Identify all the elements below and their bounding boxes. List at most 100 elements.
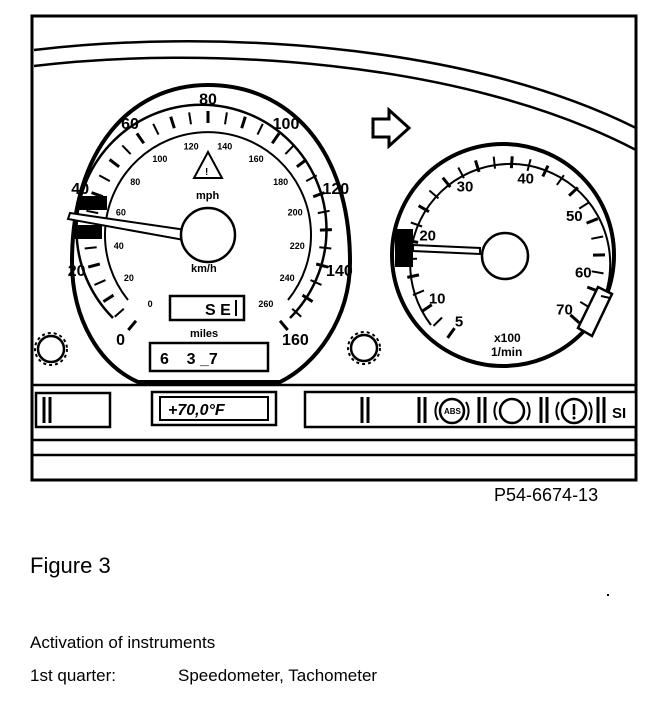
speedometer-inner-arc bbox=[104, 131, 312, 301]
mph-tick-label: 120 bbox=[322, 181, 349, 198]
speedometer-tick bbox=[87, 262, 101, 269]
speedometer: 0 20 40 60 80 100 120 140 160 0 20 40 60 80 100 120 140… bbox=[66, 92, 353, 373]
left-knob-icon bbox=[34, 332, 68, 366]
tachometer-tick bbox=[428, 189, 440, 200]
mph-tick-label: 160 bbox=[282, 332, 309, 349]
parking-brake-warning-icon bbox=[555, 397, 593, 425]
speedometer-tick bbox=[84, 246, 97, 250]
kmh-tick-label: 40 bbox=[114, 241, 124, 251]
abs-warning-icon: ABS bbox=[434, 397, 470, 425]
tachometer-tick-label: 20 bbox=[419, 227, 436, 244]
speedometer-tick bbox=[319, 228, 332, 232]
right-indicator-partial-label: SI bbox=[612, 405, 626, 422]
warning-lights-separators bbox=[360, 397, 606, 423]
speedometer-tick bbox=[256, 123, 264, 136]
speedometer-tick bbox=[305, 174, 318, 182]
speedometer-tick bbox=[188, 112, 192, 125]
speedometer-tick bbox=[108, 158, 121, 168]
speedometer-tick bbox=[127, 319, 138, 331]
cluster-frame bbox=[30, 14, 638, 482]
tachometer-tick bbox=[412, 289, 425, 297]
kmh-tick-label: 260 bbox=[258, 299, 273, 309]
tachometer-tick bbox=[569, 313, 581, 325]
tachometer-tick bbox=[586, 217, 599, 225]
temperature-display bbox=[159, 396, 269, 421]
tachometer-unit: 1/min bbox=[491, 345, 522, 359]
kmh-tick-label: 220 bbox=[290, 241, 305, 251]
tachometer-tick-label: 60 bbox=[575, 265, 592, 282]
kmh-tick-label: 100 bbox=[152, 154, 167, 164]
mph-tick-label: 140 bbox=[326, 263, 353, 280]
tachometer-tick bbox=[410, 221, 423, 228]
miles-label: miles bbox=[190, 328, 218, 340]
tachometer-tick bbox=[556, 174, 565, 186]
speedometer-tick bbox=[278, 319, 289, 331]
stray-dot bbox=[607, 594, 609, 596]
tachometer-tick bbox=[441, 176, 452, 189]
odometer-display bbox=[148, 341, 270, 373]
mph-tick-label: 0 bbox=[116, 332, 125, 349]
speedometer-tick bbox=[121, 144, 132, 155]
speedometer-tick bbox=[240, 116, 247, 129]
redzone-stripe bbox=[600, 295, 611, 299]
tachometer-tick bbox=[417, 204, 430, 213]
kmh-tick-label: 240 bbox=[280, 273, 295, 283]
speedometer-tick bbox=[295, 158, 308, 168]
tachometer-tick-label: 70 bbox=[556, 302, 573, 319]
caption-line-2: 1st quarter: Speedometer, Tachometer bbox=[30, 666, 377, 686]
mph-tick-label: 20 bbox=[68, 263, 86, 280]
tachometer-needle-marker bbox=[395, 229, 413, 267]
kmh-tick-label: 80 bbox=[130, 177, 140, 187]
kmh-tick-label: 120 bbox=[184, 142, 199, 152]
tachometer-tick bbox=[446, 327, 456, 339]
kmh-tick-label: 0 bbox=[148, 299, 153, 309]
mph-unit-label: mph bbox=[196, 190, 220, 202]
speedometer-tick bbox=[301, 293, 314, 303]
speedometer-needle-marker-upper bbox=[79, 196, 107, 210]
warning-triangle-icon bbox=[192, 149, 224, 179]
speedometer-tick bbox=[317, 209, 330, 215]
speedometer-tick bbox=[152, 123, 160, 136]
kmh-tick-label: 160 bbox=[249, 154, 264, 164]
speedometer-ticks bbox=[84, 111, 332, 331]
tachometer-tick bbox=[406, 273, 420, 279]
tachometer-redzone bbox=[576, 285, 614, 338]
mph-tick-label: 80 bbox=[199, 92, 217, 109]
tachometer-tick bbox=[420, 303, 433, 313]
tachometer-tick bbox=[568, 186, 579, 197]
speedometer-tick bbox=[319, 246, 332, 250]
tachometer-tick bbox=[457, 167, 465, 179]
tachometer-tick-label: 40 bbox=[517, 171, 534, 188]
tachometer-tick-label: 30 bbox=[457, 179, 474, 196]
kmh-tick-label: 60 bbox=[116, 207, 126, 217]
tachometer-tick-label: 5 bbox=[455, 314, 463, 331]
tachometer-tick bbox=[526, 159, 532, 172]
right-knob-icon bbox=[347, 331, 381, 365]
tachometer-tick bbox=[541, 165, 550, 178]
figure-reference: P54-6674-13 bbox=[494, 485, 599, 505]
speedometer-tick bbox=[284, 144, 295, 155]
tachometer-tick-label: 10 bbox=[429, 290, 446, 307]
mph-scale: 0 20 40 60 80 100 120 140 160 bbox=[68, 92, 353, 349]
tachometer-tick bbox=[591, 270, 604, 275]
tachometer-tick bbox=[492, 156, 496, 169]
temperature-value: +70,0°F bbox=[168, 402, 226, 419]
caption-quarter-label: 1st quarter: bbox=[30, 666, 116, 685]
speedometer-tick bbox=[86, 209, 99, 215]
tachometer-hub bbox=[480, 231, 530, 281]
speedometer-tick bbox=[98, 174, 111, 182]
kmh-unit-label: km/h bbox=[191, 263, 217, 275]
speedometer-tick bbox=[114, 308, 125, 318]
speedometer-tick bbox=[224, 112, 228, 125]
trip-display-text: S E bbox=[205, 302, 231, 319]
mph-tick-label: 100 bbox=[273, 116, 300, 133]
dashboard-contour-upper bbox=[33, 40, 637, 130]
tachometer-tick bbox=[474, 159, 481, 173]
tachometer-tick bbox=[509, 156, 514, 169]
speedometer-tick bbox=[291, 308, 302, 318]
tachometer-multiplier: x100 bbox=[494, 331, 521, 345]
tachometer-tick bbox=[432, 316, 443, 327]
